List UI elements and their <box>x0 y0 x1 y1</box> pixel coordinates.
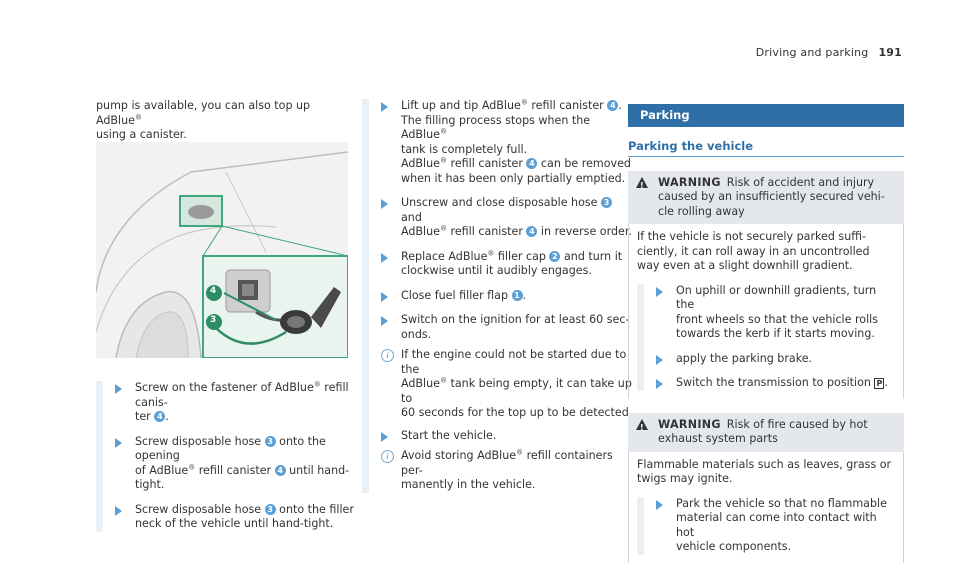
intro-text: pump is available, you can also top up A… <box>96 99 311 141</box>
callout-3: 3 <box>210 315 217 325</box>
column-1-steps: Screw on the fastener of AdBlue® refill … <box>96 381 355 532</box>
step-arrow-icon <box>656 354 663 365</box>
step-arrow-icon <box>381 291 388 302</box>
warning-triangle-icon <box>636 418 648 430</box>
step-arrow-icon <box>656 499 663 510</box>
info-icon: i <box>381 349 394 362</box>
step-arrow-icon <box>115 384 122 394</box>
step-screw-hose-opening: Screw disposable hose 3 onto the opening… <box>115 435 355 493</box>
step-arrow-icon <box>381 102 388 112</box>
step-start-vehicle: Start the vehicle. <box>381 429 633 444</box>
step-replace-cap: Replace AdBlue® filler cap 2 and turn it… <box>381 249 633 279</box>
callout-3-circle <box>206 314 222 330</box>
step-lift-tip: Lift up and tip AdBlue® refill canister … <box>381 99 633 186</box>
warning-body: If the vehicle is not securely parked su… <box>628 224 904 399</box>
info-note-storage: i Avoid storing AdBlue® refill container… <box>381 449 633 493</box>
step-arrow-icon <box>115 505 122 516</box>
step-arrow-icon <box>656 379 663 389</box>
step-close-flap: Close fuel filler flap 1. <box>381 289 633 304</box>
column-1: pump is available, you can also top up A… <box>96 99 348 143</box>
callout-4-circle <box>206 285 222 301</box>
step-arrow-icon <box>381 431 388 442</box>
info-icon: i <box>381 450 394 463</box>
step-arrow-icon <box>381 252 388 263</box>
section-title: Parking <box>628 104 904 127</box>
warning-body: Flammable materials such as leaves, gras… <box>628 451 904 563</box>
step-transmission-p: Switch the transmission to position P. <box>656 376 895 391</box>
subsection-title: Parking the vehicle <box>628 139 904 157</box>
step-turn-wheels: On uphill or downhill gradients, turn th… <box>656 284 895 342</box>
callout-4: 4 <box>210 286 217 296</box>
column-2: Lift up and tip AdBlue® refill canister … <box>362 99 633 493</box>
page-header: Driving and parking 191 <box>756 46 902 59</box>
park-position-icon: P <box>874 378 885 389</box>
step-screw-hose-filler: Screw disposable hose 3 onto the filler … <box>115 503 355 532</box>
step-ignition: Switch on the ignition for at least 60 s… <box>381 313 633 342</box>
step-arrow-icon <box>656 286 663 297</box>
header-title: Driving and parking <box>755 46 869 59</box>
car-filler-illustration <box>96 142 348 358</box>
info-note-detection: i If the engine could not be started due… <box>381 348 633 421</box>
page-number: 191 <box>878 46 902 59</box>
step-arrow-icon <box>115 437 122 448</box>
step-arrow-icon <box>381 316 388 326</box>
step-parking-brake: apply the parking brake. <box>656 352 895 367</box>
adblue-filler-figure: 4 3 <box>96 142 348 358</box>
step-arrow-icon <box>381 199 388 209</box>
step-unscrew-hose: Unscrew and close disposable hose 3 and … <box>381 196 633 240</box>
step-screw-fastener: Screw on the fastener of AdBlue® refill … <box>115 381 355 425</box>
warning-triangle-icon <box>636 176 648 188</box>
